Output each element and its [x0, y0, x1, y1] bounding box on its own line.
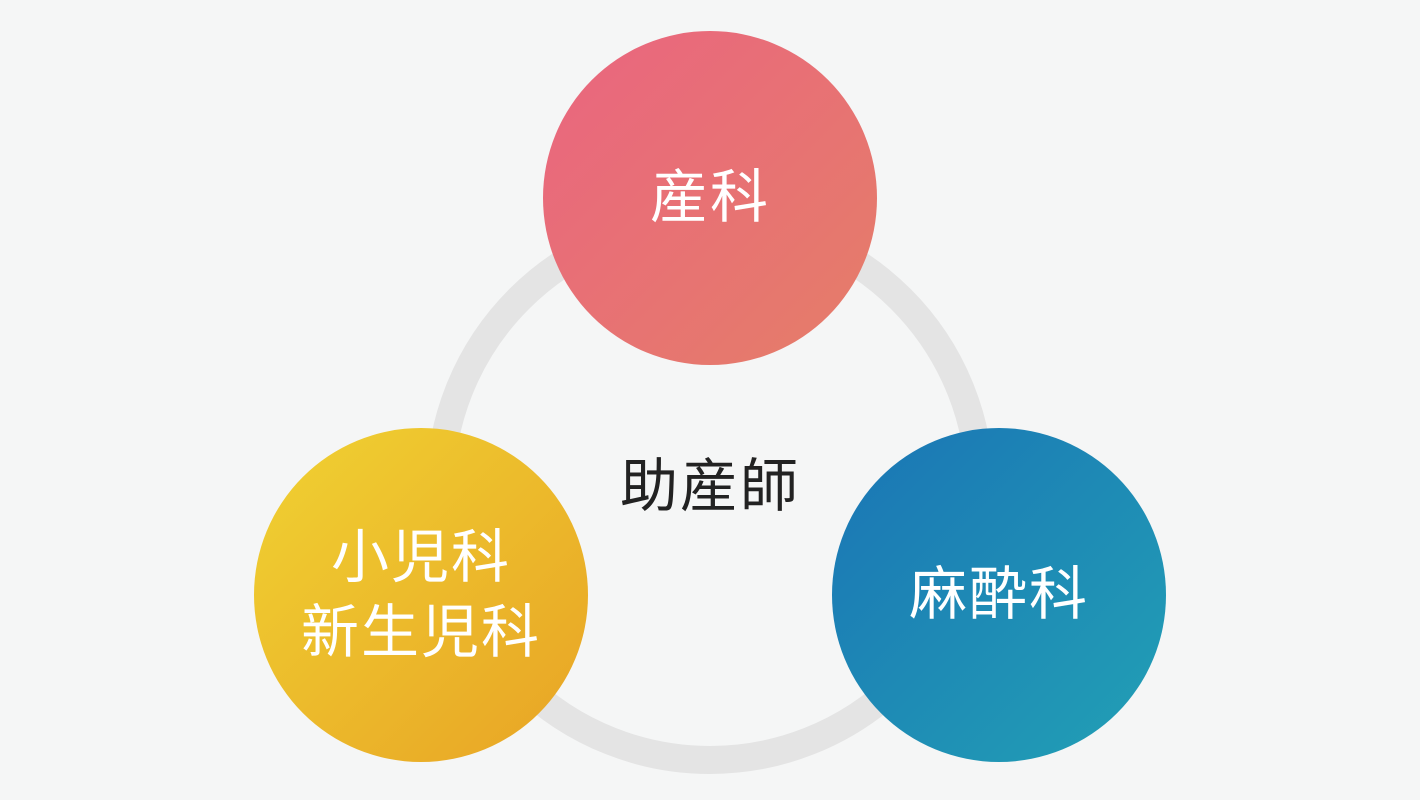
node-neonatology-label: 新生児科	[300, 598, 541, 666]
node-anesthesiology: 麻酔科	[832, 428, 1166, 762]
center-label: 助産師	[619, 452, 800, 520]
node-pediatrics-label: 小児科	[330, 522, 511, 591]
node-pediatrics-neonatology: 小児科 新生児科	[254, 428, 588, 762]
node-anesthesiology-label: 麻酔科	[908, 560, 1089, 629]
node-obstetrics-label: 産科	[649, 163, 770, 232]
node-obstetrics: 産科	[543, 31, 877, 365]
